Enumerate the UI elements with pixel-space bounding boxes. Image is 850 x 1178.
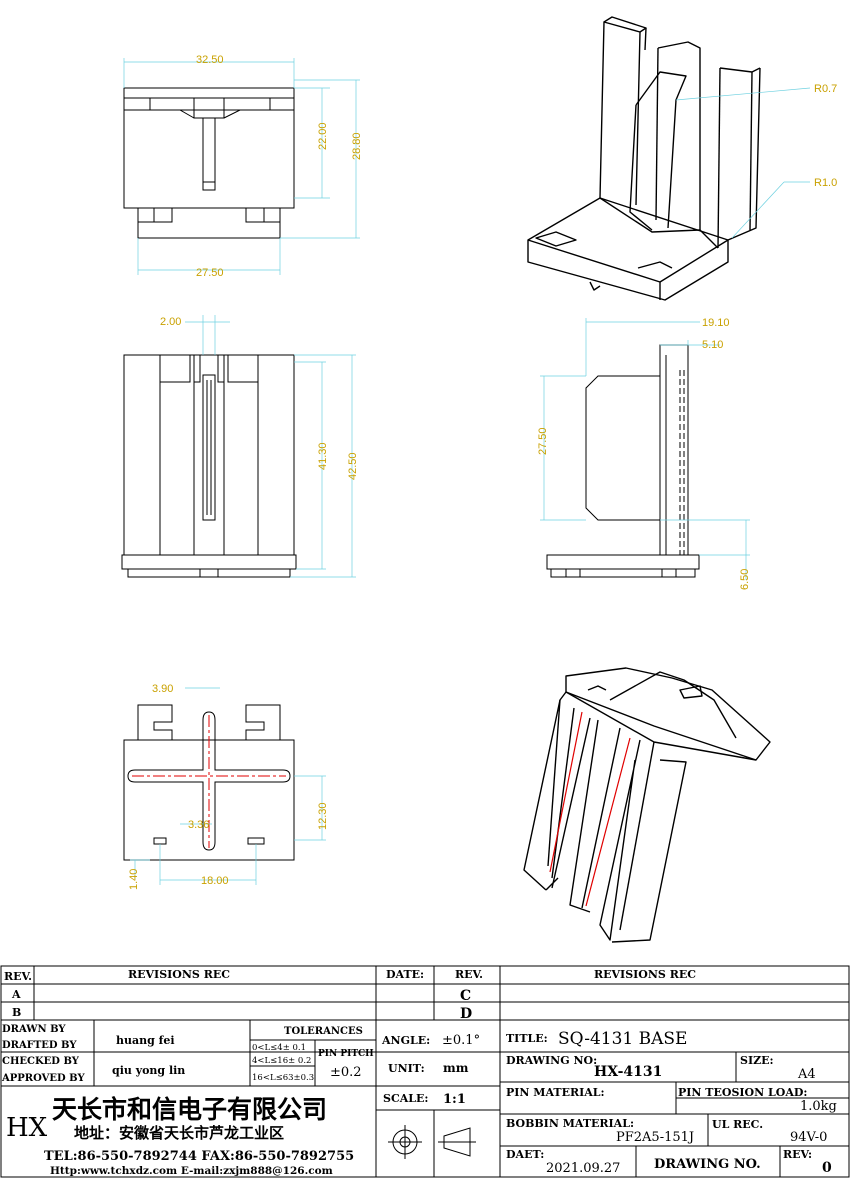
drawing-no-label: DRAWING NO: <box>506 1054 597 1067</box>
pin-material-label: PIN MATERIAL: <box>506 1086 605 1099</box>
drafted-by-label: DRAFTED BY <box>2 1040 77 1051</box>
pin-pitch-label: PIN PITCH <box>318 1049 374 1059</box>
angle-label: ANGLE: <box>381 1034 430 1047</box>
dim-bottom-pin: 3.36 <box>188 819 209 831</box>
dim-bottom-pitch: 18.00 <box>201 875 229 887</box>
bobbin-material-label: BOBBIN MATERIAL: <box>506 1117 634 1130</box>
rev-header-2: REV. <box>455 968 483 981</box>
size: A4 <box>797 1067 816 1082</box>
dim-iso-r2: R1.0 <box>814 177 837 189</box>
angle: ±0.1° <box>442 1033 480 1048</box>
dim-front-h2: 42.50 <box>347 452 359 480</box>
company-name: 天长市和信电子有限公司 <box>52 1095 327 1124</box>
tolerance-1: 0<L≤4± 0.1 <box>252 1043 306 1053</box>
unit-label: UNIT: <box>388 1062 425 1075</box>
scale: 1:1 <box>443 1092 466 1107</box>
drawing-label: DRAWING NO. <box>654 1157 761 1172</box>
rev-c: C <box>460 988 471 1004</box>
drafted-by: huang fei <box>116 1034 175 1047</box>
rev-label: REV: <box>783 1148 812 1161</box>
tolerances-label: TOLERANCES <box>284 1026 363 1037</box>
rev-d: D <box>460 1006 472 1022</box>
company-logo: HX <box>6 1113 48 1143</box>
revisions-header: REVISIONS REC <box>128 968 230 981</box>
title-block-lines <box>0 965 850 1178</box>
company-address: 地址：安徽省天长市芦龙工业区 <box>74 1124 284 1142</box>
dim-bottom-h: 12.30 <box>317 802 329 830</box>
title-label: TITLE: <box>506 1032 548 1045</box>
iso-view-callouts <box>675 87 811 239</box>
pin-tension-label: PIN TEOSION LOAD: <box>678 1086 807 1099</box>
company-web: Http:www.tchxdz.com E-mail:zxjm888@126.c… <box>50 1165 333 1177</box>
dim-front-slot: 2.00 <box>160 316 181 328</box>
dim-side-w1: 19.10 <box>702 317 730 329</box>
side-view <box>546 344 700 578</box>
dim-bottom-w: 3.90 <box>152 683 173 695</box>
dim-top-base: 27.50 <box>196 267 224 279</box>
side-view-dimensions <box>540 318 750 580</box>
date: 2021.09.27 <box>546 1161 620 1176</box>
iso-view-lower-redlines <box>549 711 631 907</box>
front-view <box>121 354 297 578</box>
dim-top-h1: 22.00 <box>317 122 329 150</box>
iso-view-upper <box>527 16 761 301</box>
dim-side-w2: 5.10 <box>702 339 723 351</box>
dim-side-h2: 6.50 <box>739 569 751 590</box>
rev-header: REV. <box>4 970 32 983</box>
scale-label: SCALE: <box>383 1092 428 1105</box>
dim-bottom-off: 1.40 <box>128 869 140 890</box>
company-phone: TEL:86-550-7892744 FAX:86-550-7892755 <box>44 1149 354 1164</box>
title: SQ-4131 BASE <box>558 1029 687 1049</box>
bottom-view-dimensions <box>130 687 326 885</box>
date-header: DATE: <box>386 968 424 981</box>
front-view-dimensions <box>185 315 356 578</box>
rev: 0 <box>822 1160 832 1176</box>
drawn-by-label: DRAWN BY <box>2 1024 66 1035</box>
approved-by: qiu yong lin <box>112 1064 185 1077</box>
ul: 94V-0 <box>790 1130 827 1145</box>
size-label: SIZE: <box>740 1054 774 1067</box>
drawing-no: HX-4131 <box>594 1064 662 1080</box>
approved-by-label: APPROVED BY <box>1 1073 85 1084</box>
iso-view-lower <box>523 667 771 943</box>
pin-tension: 1.0kg <box>800 1099 837 1114</box>
dim-top-h2: 28.80 <box>351 132 363 160</box>
top-view <box>123 87 295 239</box>
tolerance-3: 16<L≤63±0.3 <box>252 1073 314 1083</box>
tolerance-2: 4<L≤16± 0.2 <box>252 1056 311 1066</box>
ul-label: UL REC. <box>712 1118 763 1131</box>
dim-top-width: 32.50 <box>196 54 224 66</box>
projection-symbol-icon <box>388 1125 476 1159</box>
rev-b: B <box>12 1006 21 1019</box>
bobbin-material: PF2A5-151J <box>616 1130 694 1145</box>
checked-by-label: CHECKED BY <box>2 1056 80 1067</box>
dim-side-h1: 27.50 <box>537 427 549 455</box>
date-label: DAET: <box>506 1148 544 1161</box>
pin-pitch: ±0.2 <box>330 1065 362 1080</box>
rev-a: A <box>11 988 21 1001</box>
dim-front-h1: 41.30 <box>317 442 329 470</box>
bottom-view-centerlines <box>132 715 286 848</box>
revisions-header-2: REVISIONS REC <box>594 968 696 981</box>
unit: mm <box>443 1061 469 1075</box>
top-view-dimensions <box>123 58 360 275</box>
dim-iso-r1: R0.7 <box>814 83 837 95</box>
